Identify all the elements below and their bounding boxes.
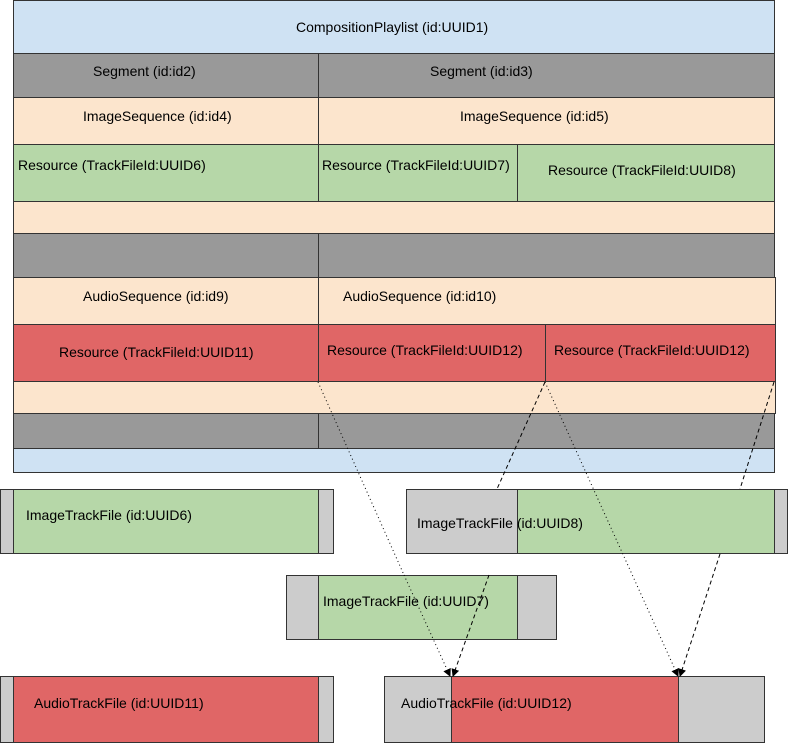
image-sequence-empty-row <box>13 201 775 234</box>
segment-id2-header <box>13 53 319 98</box>
audio-resource-uuid12-a-label: Resource (TrackFileId:UUID12) <box>327 342 523 358</box>
image-track-file-uuid8-label: ImageTrackFile (id:UUID8) <box>417 515 583 531</box>
audio-resource-uuid12-b-label: Resource (TrackFileId:UUID12) <box>554 342 750 358</box>
image-resource-uuid6-label: Resource (TrackFileId:UUID6) <box>18 157 206 173</box>
audio-track-file-uuid11-label: AudioTrackFile (id:UUID11) <box>34 695 204 711</box>
audio-resource-uuid12-a <box>318 324 546 382</box>
composition-playlist-label: CompositionPlaylist (id:UUID1) <box>296 19 489 35</box>
audio-resource-uuid12-b <box>545 324 776 382</box>
segment-id3-label: Segment (id:id3) <box>430 63 533 79</box>
image-resource-uuid7 <box>318 144 518 202</box>
image-resource-uuid7-label: Resource (TrackFileId:UUID7) <box>322 157 510 173</box>
connector-uuid8-frame-dashed <box>678 553 721 677</box>
audio-sequence-id10-label: AudioSequence (id:id10) <box>343 288 497 304</box>
composition-playlist-header <box>13 0 775 54</box>
segment-trailing-right <box>318 413 775 449</box>
image-sequence-id5-label: ImageSequence (id:id5) <box>460 108 609 124</box>
image-resource-uuid6 <box>13 144 319 202</box>
audio-track-file-uuid12 <box>451 676 679 743</box>
image-sequence-id5 <box>318 97 775 145</box>
composition-playlist-footer <box>13 448 775 473</box>
image-track-file-uuid6 <box>13 489 319 554</box>
image-resource-uuid8-label: Resource (TrackFileId:UUID8) <box>548 162 736 178</box>
audio-sequence-empty-row <box>13 381 776 414</box>
audio-track-file-uuid11 <box>13 676 319 743</box>
segment-id2-label: Segment (id:id2) <box>93 63 196 79</box>
audio-resource-uuid11-label: Resource (TrackFileId:UUID11) <box>59 344 254 360</box>
image-sequence-id4-label: ImageSequence (id:id4) <box>83 108 232 124</box>
audio-sequence-id9 <box>13 277 319 325</box>
image-track-file-uuid7-label: ImageTrackFile (id:UUID7) <box>323 593 489 609</box>
segment-id3-header <box>318 53 775 98</box>
segment-trailing-left <box>13 413 319 449</box>
audio-resource-uuid11 <box>13 324 319 382</box>
segment-empty-right <box>318 233 775 278</box>
segment-empty-left <box>13 233 319 278</box>
audio-track-file-uuid12-label: AudioTrackFile (id:UUID12) <box>401 695 572 711</box>
audio-sequence-id10 <box>318 277 776 325</box>
image-track-file-uuid6-label: ImageTrackFile (id:UUID6) <box>26 507 192 523</box>
audio-sequence-id9-label: AudioSequence (id:id9) <box>83 288 229 304</box>
